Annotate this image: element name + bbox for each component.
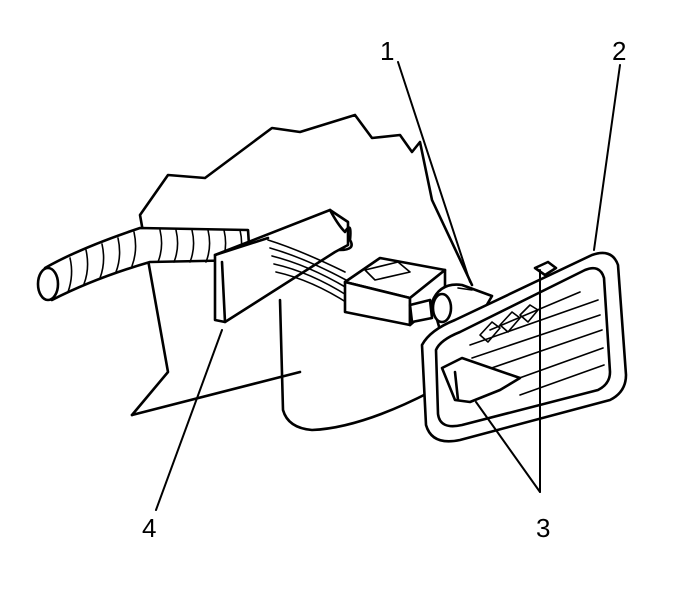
wires xyxy=(267,239,350,305)
electrical-connector xyxy=(343,256,447,327)
leader-4 xyxy=(155,329,223,511)
leader-2 xyxy=(593,64,621,251)
callout-2: 2 xyxy=(612,36,626,66)
callout-3: 3 xyxy=(536,513,550,543)
callout-1: 1 xyxy=(380,36,394,66)
leader-3a xyxy=(475,401,541,493)
leader-1 xyxy=(397,61,471,283)
body-panel-bottom-edge xyxy=(130,370,302,417)
retaining-tabs xyxy=(440,260,558,404)
lamp-lens-housing xyxy=(420,251,628,443)
callout-4: 4 xyxy=(142,513,156,543)
body-panel xyxy=(130,113,474,417)
leader-lines xyxy=(155,61,621,511)
mounting-bracket xyxy=(278,298,432,432)
